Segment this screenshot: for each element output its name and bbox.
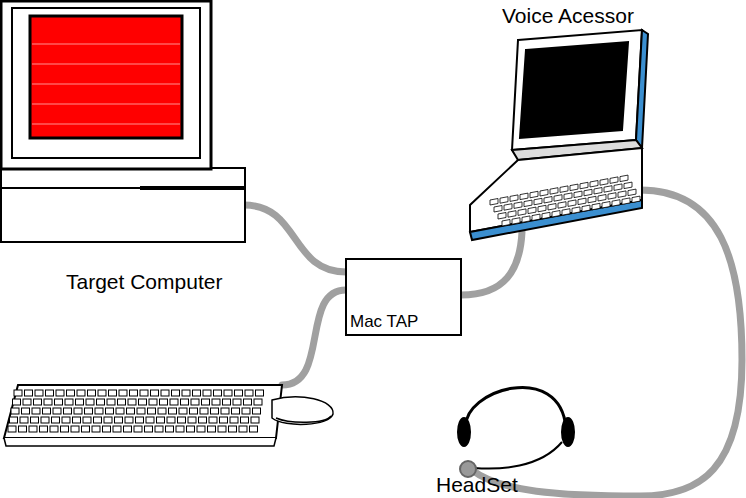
keyboard-cable xyxy=(282,290,346,385)
laptop xyxy=(470,30,648,240)
mouse xyxy=(272,397,333,425)
laptop-cable xyxy=(461,232,522,295)
box-label: Mac TAP xyxy=(350,312,418,332)
cables xyxy=(244,190,742,496)
device-label: HeadSet xyxy=(436,473,518,497)
headset-cable xyxy=(472,190,742,496)
computer-cable xyxy=(244,205,346,272)
keyboard xyxy=(4,385,333,446)
target-computer xyxy=(1,1,245,242)
device-label: Target Computer xyxy=(66,270,222,294)
headset xyxy=(458,387,574,477)
tap-box: Mac TAP xyxy=(345,258,462,336)
device-label: Voice Acessor xyxy=(502,4,634,28)
